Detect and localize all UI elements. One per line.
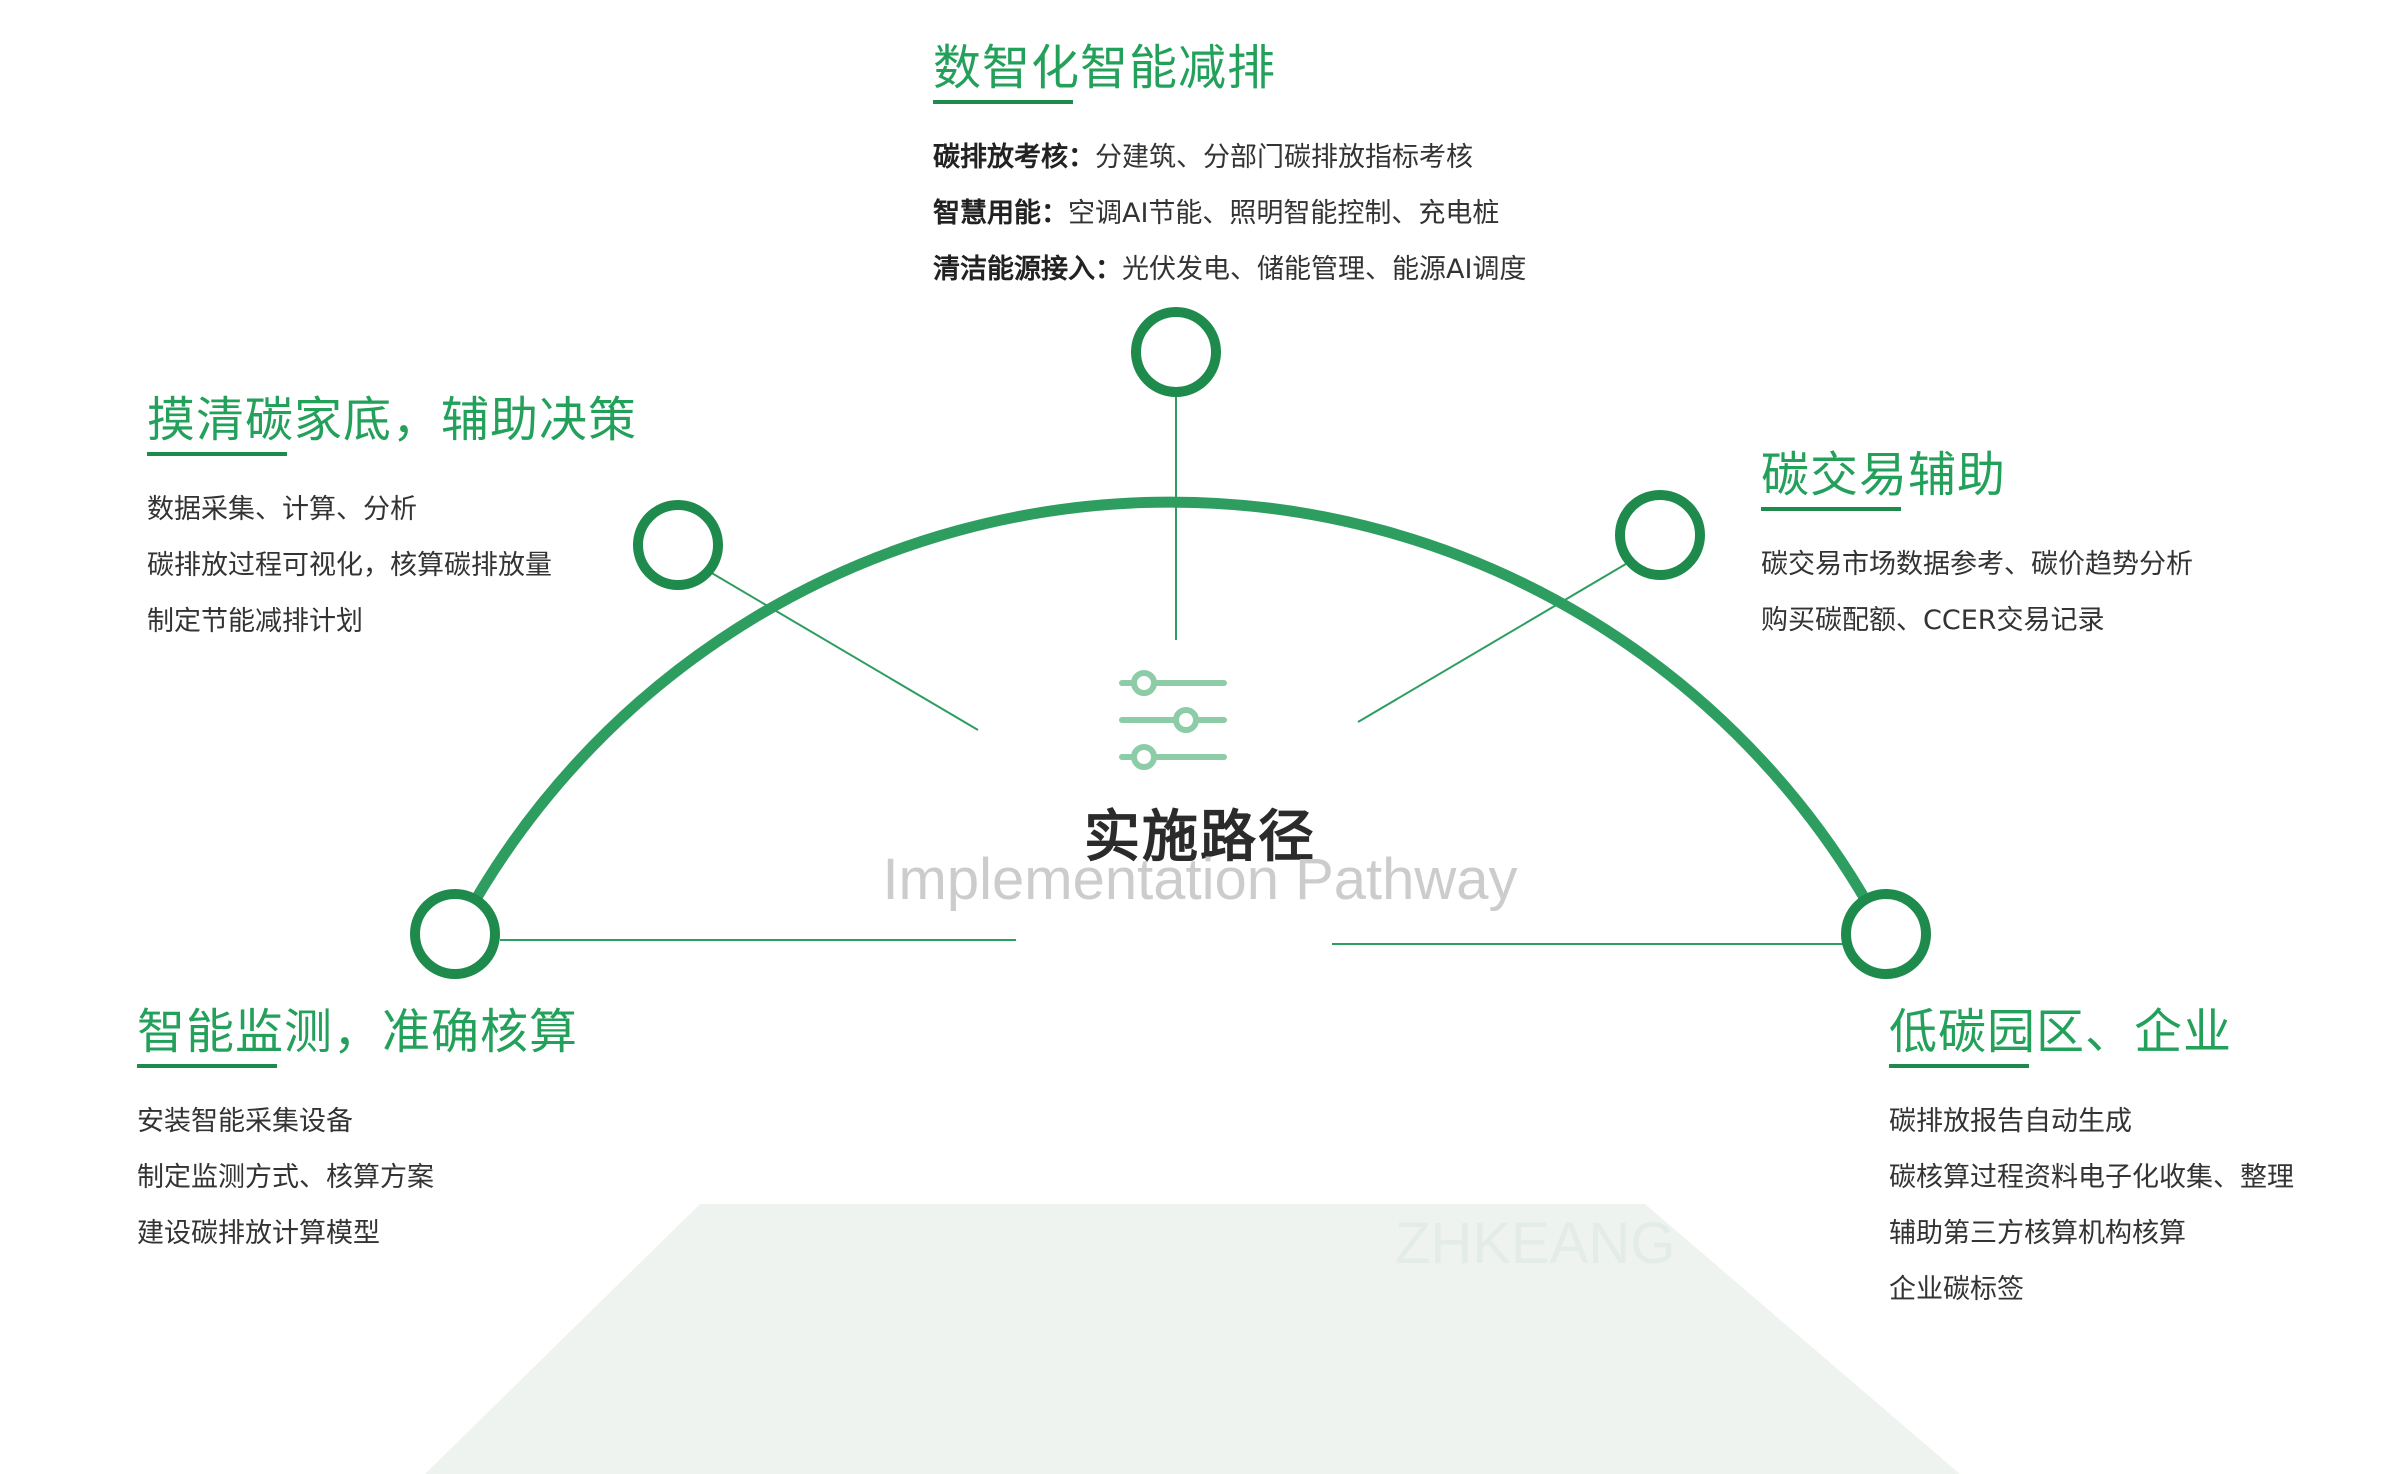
block-title: 智能监测，准确核算 <box>137 1004 579 1060</box>
node-upper-left <box>633 500 723 590</box>
item-text: 空调AI节能、照明智能控制、充电桩 <box>1068 198 1500 229</box>
list-item: 智慧用能：空调AI节能、照明智能控制、充电桩 <box>933 186 1526 242</box>
block-lower-right: 低碳园区、企业 碳排放报告自动生成 碳核算过程资料电子化收集、整理 辅助第三方核… <box>1889 1002 2294 1318</box>
pathway-arc <box>449 496 1892 943</box>
title-underline <box>147 452 287 456</box>
list-item: 碳排放考核：分建筑、分部门碳排放指标考核 <box>933 130 1526 186</box>
block-title: 数智化智能减排 <box>933 40 1277 96</box>
connector-upper-left <box>709 571 979 731</box>
item-label: 清洁能源接入： <box>933 254 1122 285</box>
block-upper-right: 碳交易辅助 碳交易市场数据参考、碳价趋势分析 购买碳配额、CCER交易记录 <box>1761 445 2193 649</box>
platform-shape <box>425 1204 1960 1474</box>
block-title: 低碳园区、企业 <box>1889 1004 2233 1060</box>
list-item: 购买碳配额、CCER交易记录 <box>1761 605 2105 636</box>
list-item: 制定节能减排计划 <box>147 606 363 637</box>
node-lower-right <box>1841 889 1931 979</box>
list-item: 清洁能源接入：光伏发电、储能管理、能源AI调度 <box>933 242 1526 298</box>
sliders-icon <box>1119 670 1227 770</box>
list-item: 碳排放过程可视化，核算碳排放量 <box>147 550 552 581</box>
item-label: 智慧用能： <box>933 198 1068 229</box>
list-item: 碳排放报告自动生成 <box>1889 1106 2132 1137</box>
title-underline <box>933 100 1073 104</box>
list-item: 数据采集、计算、分析 <box>147 494 417 525</box>
watermark-text: ZHKEANG <box>1395 1211 1676 1276</box>
connector-upper-right <box>1357 557 1637 723</box>
center-subtitle: Implementation Pathway <box>882 847 1518 912</box>
title-underline <box>1889 1064 2029 1068</box>
title-underline <box>1761 507 1901 511</box>
list-item: 企业碳标签 <box>1889 1274 2024 1305</box>
title-underline <box>137 1064 277 1068</box>
item-text: 分建筑、分部门碳排放指标考核 <box>1095 142 1473 173</box>
node-top <box>1131 307 1221 397</box>
list-item: 碳交易市场数据参考、碳价趋势分析 <box>1761 549 2193 580</box>
node-upper-right <box>1615 490 1705 580</box>
item-text: 光伏发电、储能管理、能源AI调度 <box>1122 254 1527 285</box>
block-title: 摸清碳家底，辅助决策 <box>147 392 638 448</box>
list-item: 安装智能采集设备 <box>137 1106 353 1137</box>
list-item: 建设碳排放计算模型 <box>137 1218 380 1249</box>
list-item: 制定监测方式、核算方案 <box>137 1162 434 1193</box>
block-lower-left: 智能监测，准确核算 安装智能采集设备 制定监测方式、核算方案 建设碳排放计算模型 <box>137 1002 578 1262</box>
item-label: 碳排放考核： <box>933 142 1095 173</box>
block-title: 碳交易辅助 <box>1761 447 2007 503</box>
block-upper-left: 摸清碳家底，辅助决策 数据采集、计算、分析 碳排放过程可视化，核算碳排放量 制定… <box>147 390 637 650</box>
block-top: 数智化智能减排 碳排放考核：分建筑、分部门碳排放指标考核 智慧用能：空调AI节能… <box>933 38 1526 298</box>
list-item: 碳核算过程资料电子化收集、整理 <box>1889 1162 2294 1193</box>
list-item: 辅助第三方核算机构核算 <box>1889 1218 2186 1249</box>
node-lower-left <box>410 889 500 979</box>
center-title: 实施路径 <box>1084 805 1316 870</box>
